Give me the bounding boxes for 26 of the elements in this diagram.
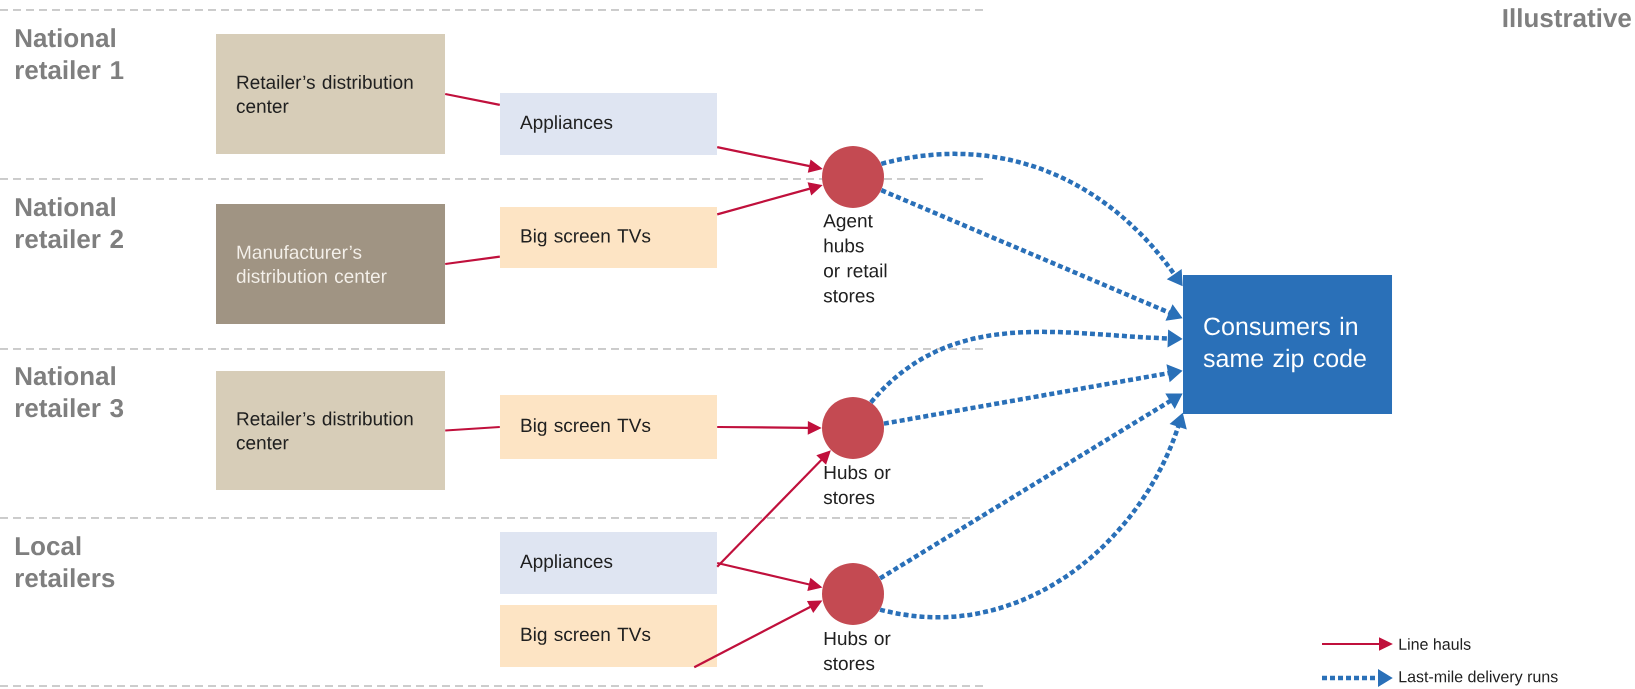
row-label: National retailer 1: [15, 28, 124, 80]
hub-caption: Agent hubs or retail stores: [823, 214, 887, 303]
label-text: Illustrative: [1503, 8, 1631, 28]
consumer-box: Consumers in same zip code: [1183, 275, 1392, 414]
product-box: Appliances: [500, 93, 717, 155]
row-label: Local retailers: [15, 536, 115, 588]
line-haul-arrow: [716, 450, 831, 568]
hub-caption: Hubs or stores: [823, 631, 891, 671]
legend-label: Line hauls: [1399, 638, 1471, 650]
distribution-center-box: Retailer’s distribution center: [216, 371, 445, 490]
distribution-center-box: Retailer’s distribution center: [216, 34, 445, 154]
product-box: Big screen TVs: [500, 605, 717, 667]
product-box: Big screen TVs: [500, 395, 717, 459]
legend-label: Last-mile delivery runs: [1399, 670, 1558, 686]
connector-line: [445, 425, 500, 432]
product-box: Appliances: [500, 532, 717, 594]
row-label: National retailer 2: [15, 197, 123, 249]
connector-line: [445, 255, 500, 266]
hub-dot: [822, 146, 884, 208]
connector-line: [445, 92, 501, 106]
product-box: Big screen TVs: [500, 207, 717, 268]
row-label: National retailer 3: [15, 366, 124, 418]
distribution-center-box: Manufacturer’s distribution center: [216, 204, 445, 324]
hub-caption: Hubs or stores: [823, 465, 891, 505]
hub-dot: [822, 397, 884, 459]
hub-dot: [822, 563, 884, 625]
